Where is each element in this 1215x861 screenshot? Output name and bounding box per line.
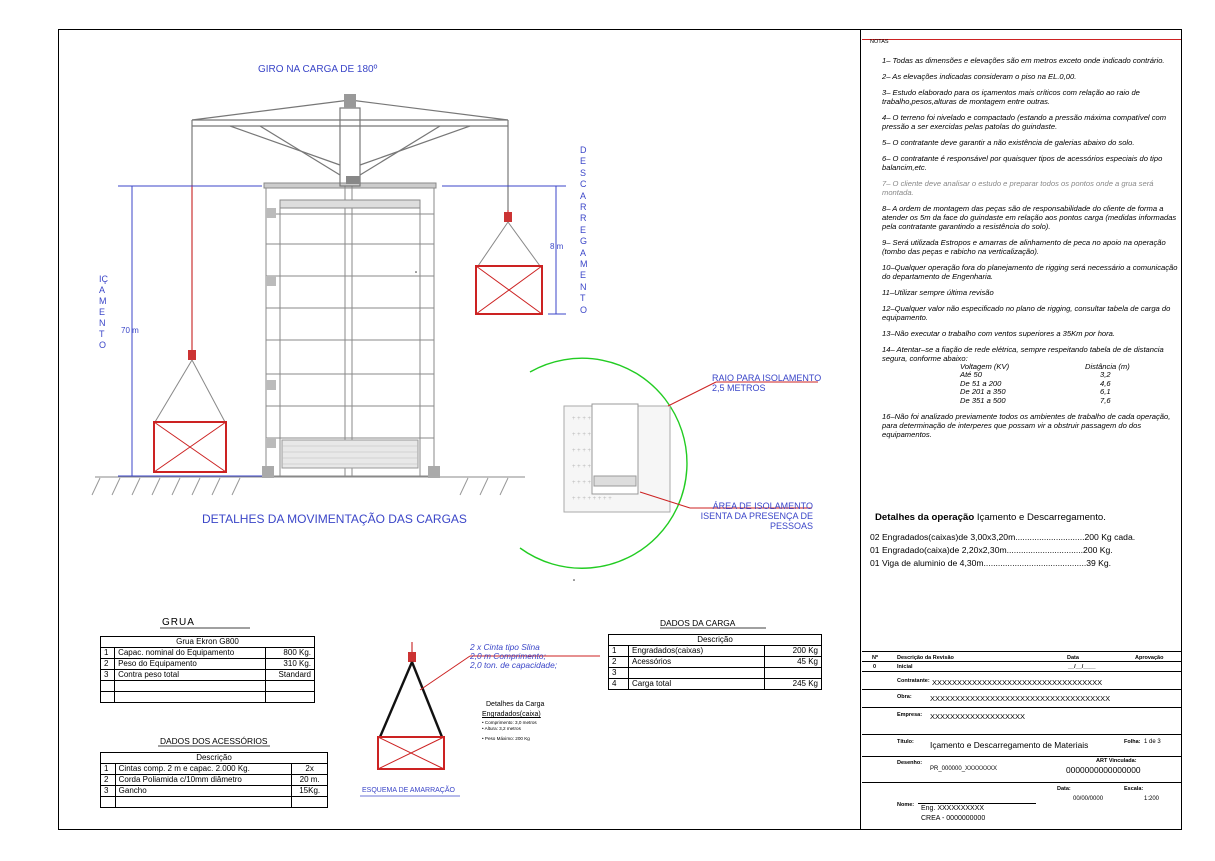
operation-line: 02 Engradados(caixas)de 3,00x3,20m......…: [870, 532, 1136, 542]
note-item: 13–Não executar o trabalho com ventos su…: [882, 329, 1116, 338]
operation-line: 01 Engradado(caixa)de 2,20x2,30m........…: [870, 545, 1113, 555]
table-row: [99, 691, 315, 703]
note-item: 5– O contratante deve garantir a não exi…: [882, 138, 1135, 147]
isolation-radius-label: RAIO PARA ISOLAMENTO 2,5 METROS: [712, 373, 822, 393]
load-detail: Detalhes da Carga Engradados(caixa) • Co…: [482, 701, 545, 742]
accessories-section-title: DADOS DOS ACESSÓRIOS: [160, 736, 268, 746]
engineer-name: Eng. XXXXXXXXXX: [921, 805, 985, 812]
note-item: 2– As elevações indicadas consideram o p…: [882, 72, 1077, 81]
note-item: 3– Estudo elaborado para os içamentos ma…: [882, 88, 1140, 106]
notes-header: NOTAS: [870, 39, 889, 45]
drawing-number: PR_000000_XXXXXXXX: [930, 766, 998, 772]
discharge-label: DESCARREGAMENTO: [580, 145, 588, 315]
note-item: 14– Atentar–se a fiação de rede elétrica…: [882, 345, 1164, 363]
main-caption: DETALHES DA MOVIMENTAÇÃO DAS CARGAS: [202, 512, 467, 526]
frame-divider: [860, 29, 861, 830]
operation-line: 01 Viga de aluminio de 4,30m............…: [870, 558, 1112, 568]
crane-drawing: + + + + + + + ++ + + + + + + + + + + + +…: [91, 94, 818, 797]
note-item: 6– O contratante é responsável por quais…: [882, 154, 1163, 172]
company-value: XXXXXXXXXXXXXXXXXXX: [930, 712, 1026, 721]
lift-label: IÇAMENTO: [99, 274, 108, 350]
grua-section-title: GRUA: [162, 617, 195, 628]
table-row: [99, 680, 315, 692]
crea-value: CREA - 0000000000: [921, 815, 986, 822]
notes-list: 1– Todas as dimensões e elevações são em…: [882, 56, 1178, 446]
note-item: 9– Será utilizada Estropos e amarras de …: [882, 238, 1166, 256]
contractor-value: XXXXXXXXXXXXXXXXXXXXXXXXXXXXXXXXXX: [932, 678, 1103, 687]
height-8-label: 8 m: [550, 242, 564, 251]
project-value: XXXXXXXXXXXXXXXXXXXXXXXXXXXXXXXXXXXX: [930, 694, 1111, 703]
operation-title: Detalhes da operação Içamento e Descarre…: [875, 512, 1106, 523]
note-item: 11–Utilizar sempre última revisão: [882, 288, 994, 297]
drawing-title: Içamento e Descarregamento de Materiais: [930, 740, 1089, 750]
note-item: 8– A ordem de montagem das peças são de …: [882, 204, 1177, 231]
table-row: 3: [608, 667, 822, 679]
sling-spec: 2 x Cinta tipo Slina 2,0 m Comprimento; …: [470, 642, 558, 670]
svg-text:+ + + + + + + +: + + + + + + + +: [572, 496, 612, 502]
height-70-label: 70 m: [121, 326, 139, 335]
note-item: 16–Não foi analizado previamente todos o…: [882, 412, 1171, 440]
note-item: 1– Todas as dimensões e elevações são em…: [882, 56, 1165, 65]
note-item: 4– O terreno foi nivelado e compactado (…: [882, 113, 1167, 131]
drawing-frame: [58, 29, 1182, 830]
date-value: 00/00/0000: [1073, 796, 1104, 802]
notes-header-bar: NOTAS: [862, 30, 1181, 45]
load-section-title: DADOS DA CARGA: [660, 618, 736, 628]
note-item: 10–Qualquer operação fora do planejament…: [882, 263, 1178, 281]
art-value: 0000000000000000: [1066, 765, 1141, 775]
note-item: 12–Qualquer valor não especificado no pl…: [882, 304, 1171, 322]
sheet-value: 1 de 3: [1144, 739, 1161, 745]
isolation-area-label: ÁREA DE ISOLAMENTO ISENTA DA PRESENÇA DE…: [700, 501, 813, 531]
scheme-label: ESQUEMA DE AMARRAÇÃO: [362, 787, 455, 794]
scale-value: 1:200: [1144, 796, 1160, 802]
note-item: 7– O cliente deve analisar o estudo e pr…: [882, 179, 1154, 197]
title-block-line: [862, 651, 1181, 652]
rotation-label: GIRO NA CARGA DE 180º: [258, 64, 378, 75]
